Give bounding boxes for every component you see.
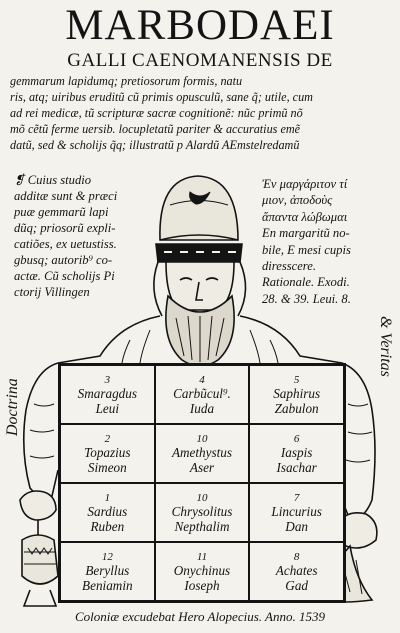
stone-name: Saphirus <box>273 385 321 401</box>
stone-name: Onychinus <box>173 562 231 578</box>
stone-number: 3 <box>104 373 111 386</box>
description-line: gemmarum lapidumq; pretiosorum formis, n… <box>10 74 243 88</box>
stone-cell: 5 Saphirus Zabulon <box>249 365 344 424</box>
stone-name: Achates <box>275 562 318 578</box>
stone-number: 10 <box>196 491 208 504</box>
note-line: ctorij Villingen <box>14 285 90 299</box>
tribe-name: Dan <box>285 518 309 534</box>
stone-cell: 7 Lincurius Dan <box>249 483 344 542</box>
stone-number: 4 <box>199 373 205 386</box>
stone-number: 1 <box>104 491 111 504</box>
stone-number: 6 <box>293 432 300 445</box>
note-line: puæ gemmarũ lapi <box>14 205 109 219</box>
stone-number: 7 <box>293 491 300 504</box>
note-line: catiões, ex uetustiss. <box>14 237 117 251</box>
stone-cell: 1 Sardius Ruben <box>60 483 155 542</box>
citation-line: μιον, ἀποδοὺς <box>262 193 333 208</box>
stone-cell: 12 Beryllus Beniamin <box>60 542 155 601</box>
tribe-name: Aser <box>189 459 215 475</box>
side-label-veritas: & Veritas <box>377 316 394 377</box>
note-line: dũq; priosorũ expli- <box>14 221 116 235</box>
stone-number: 11 <box>196 550 208 563</box>
citation-line: ἅπαντα λώβωμαι <box>262 209 348 224</box>
book-subtitle: GALLI CAENOMANENSIS DE <box>67 50 333 71</box>
stone-name: Amethystus <box>171 444 233 460</box>
tribe-name: Beniamin <box>82 577 133 593</box>
tribe-name: Ruben <box>90 518 125 534</box>
stone-name: Smaragdus <box>77 385 137 401</box>
scripture-citation: Ἐν μαργάριτον τί μιον, ἀποδοὺς ἅπαντα λώ… <box>262 176 392 307</box>
stone-number: 10 <box>196 432 208 445</box>
description-line: mõ cẽtũ ferme uersib. locupletatũ parite… <box>10 122 301 136</box>
description-line: datũ, sed & scholijs q̃q; illustratũ p A… <box>10 138 300 152</box>
stone-number: 12 <box>101 550 113 563</box>
tribe-name: Leui <box>95 400 120 416</box>
printer-colophon: Coloniæ excudebat Hero Alopecius. Anno. … <box>75 609 325 624</box>
stone-number: 8 <box>293 550 300 563</box>
stone-cell: 10 Chrysolitus Nepthalim <box>154 483 250 542</box>
stone-name: Sardius <box>87 503 128 519</box>
stone-cell: 10 Amethystus Aser <box>154 424 250 483</box>
breastplate-stone-grid: 3 Smaragdus Leui 4 Carbũcul⁹. Iuda 5 Sap… <box>58 363 346 603</box>
stone-cell: 2 Topazius Simeon <box>60 424 155 483</box>
title-description: gemmarum lapidumq; pretiosorum formis, n… <box>10 73 390 153</box>
stone-number: 5 <box>293 373 300 386</box>
stone-name: Topazius <box>84 444 131 460</box>
description-line: ris, atq; uiribus eruditũ cũ primis opus… <box>10 90 313 104</box>
stone-name: Lincurius <box>271 503 322 519</box>
citation-line: En margaritũ no- <box>262 226 350 241</box>
stone-number: 2 <box>104 432 111 445</box>
stone-name: Iaspis <box>280 444 313 460</box>
stone-cell: 8 Achates Gad <box>249 542 344 601</box>
stone-name: Chrysolitus <box>171 503 233 519</box>
tribe-name: Gad <box>285 577 309 593</box>
stone-name: Carbũcul⁹. <box>173 385 231 401</box>
note-line: additæ sunt & præci <box>14 189 118 203</box>
note-line: ❡ Cuius studio <box>14 173 92 187</box>
stone-cell: 6 Iaspis Isachar <box>249 424 344 483</box>
citation-line: 28. & 39. Leui. 8. <box>262 291 351 306</box>
stone-name: Beryllus <box>85 562 130 578</box>
citation-line: bile, E mesi cupis <box>262 242 351 257</box>
stone-cell: 11 Onychinus Ioseph <box>154 542 250 601</box>
stone-cell: 4 Carbũcul⁹. Iuda <box>154 365 250 424</box>
side-label-doctrina: Doctrina <box>4 378 21 436</box>
tribe-name: Ioseph <box>184 577 220 593</box>
tribe-name: Zabulon <box>274 400 319 416</box>
citation-line: Rationale. Exodi. <box>262 275 350 290</box>
editorial-note: ❡ Cuius studio additæ sunt & præci puæ g… <box>14 172 154 300</box>
tribe-name: Simeon <box>87 459 127 475</box>
description-line: ad rei medicæ, tũ scripturæ sacræ cognit… <box>10 106 303 120</box>
tribe-name: Iuda <box>189 400 215 416</box>
note-line: actæ. Cũ scholijs Pi <box>14 269 115 283</box>
stone-cell: 3 Smaragdus Leui <box>60 365 155 424</box>
tribe-name: Isachar <box>276 459 317 475</box>
tribe-name: Nepthalim <box>174 518 230 534</box>
citation-line: diresscere. <box>262 259 316 274</box>
citation-line: Ἐν μαργάριτον τί <box>262 177 348 191</box>
book-title: MARBODAEI <box>65 2 335 49</box>
note-line: gbusq; autorib⁹ co- <box>14 253 113 267</box>
